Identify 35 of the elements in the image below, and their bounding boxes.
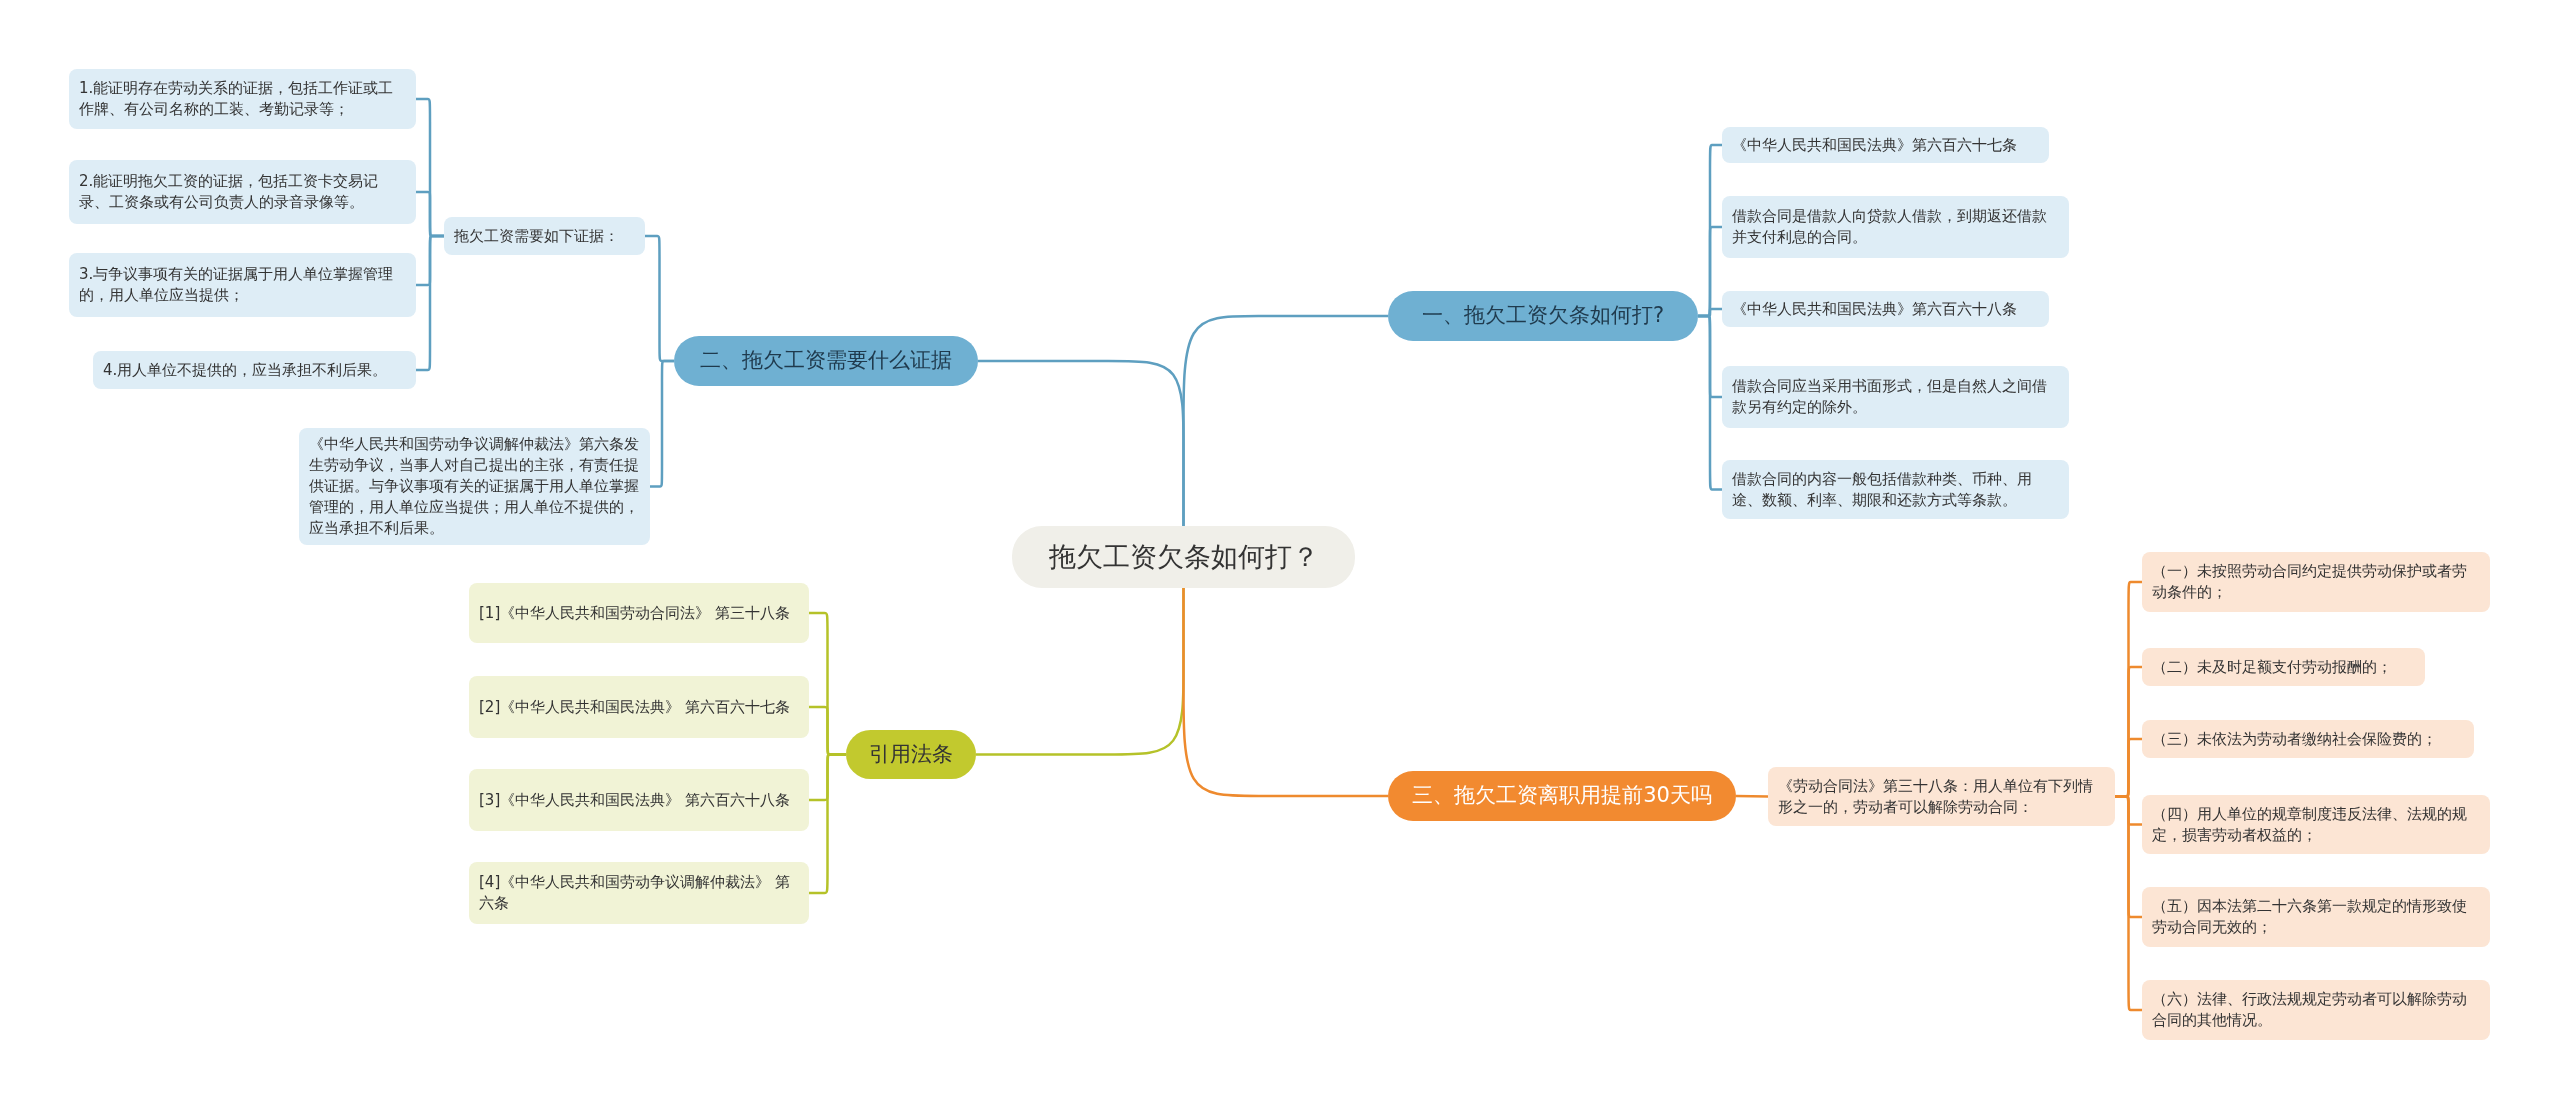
subtopic-box: （三）未依法为劳动者缴纳社会保险费的； xyxy=(2142,720,2474,758)
subtopic-box: 《中华人民共和国民法典》第六百六十八条 xyxy=(1722,291,2049,327)
connector-line xyxy=(414,234,446,372)
connector-line xyxy=(1735,794,1769,798)
subtopic-box: 4.用人单位不提供的，应当承担不利后果。 xyxy=(93,351,416,389)
subtopic-box: 借款合同的内容一般包括借款种类、币种、用途、数额、利率、期限和还款方式等条款。 xyxy=(1722,460,2069,519)
connector-line xyxy=(2113,795,2144,1012)
subtopic-box: [2]《中华人民共和国民法典》 第六百六十七条 xyxy=(469,676,809,738)
connector-line xyxy=(1182,586,1390,798)
connector-line xyxy=(807,753,848,895)
subtopic-box: 《中华人民共和国民法典》第六百六十七条 xyxy=(1722,127,2049,163)
subtopic-box: （四）用人单位的规章制度违反法律、法规的规定，损害劳动者权益的； xyxy=(2142,795,2490,854)
branch-topic: 三、拖欠工资离职用提前30天吗 xyxy=(1388,771,1736,821)
subtopic-box: （六）法律、行政法规规定劳动者可以解除劳动合同的其他情况。 xyxy=(2142,980,2490,1040)
subtopic-box: 拖欠工资需要如下证据： xyxy=(444,217,645,255)
subtopic-box: 借款合同是借款人向贷款人借款，到期返还借款并支付利息的合同。 xyxy=(1722,196,2069,258)
subtopic-box: 2.能证明拖欠工资的证据，包括工资卡交易记录、工资条或有公司负责人的录音录像等。 xyxy=(69,160,416,224)
subtopic-box: [4]《中华人民共和国劳动争议调解仲裁法》 第六条 xyxy=(469,862,809,924)
subtopic-box: 1.能证明存在劳动关系的证据，包括工作证或工作牌、有公司名称的工装、考勤记录等； xyxy=(69,69,416,129)
subtopic-box: （一）未按照劳动合同约定提供劳动保护或者劳动条件的； xyxy=(2142,552,2490,612)
subtopic-box: [1]《中华人民共和国劳动合同法》 第三十八条 xyxy=(469,583,809,643)
subtopic-box: （五）因本法第二十六条第一款规定的情形致使劳动合同无效的； xyxy=(2142,887,2490,947)
branch-topic: 一、拖欠工资欠条如何打? xyxy=(1388,291,1698,341)
subtopic-box: 借款合同应当采用书面形式，但是自然人之间借款另有约定的除外。 xyxy=(1722,366,2069,428)
subtopic-box: （二）未及时足额支付劳动报酬的； xyxy=(2142,648,2425,686)
subtopic-box: 《中华人民共和国劳动争议调解仲裁法》第六条发生劳动争议，当事人对自己提出的主张，有责任提供证据。与争议事项有关的证据属于用人单位掌握管理的，用人单位应当提供；用人单位不提供的，应当承担不利后果。 xyxy=(299,428,650,545)
branch-topic: 二、拖欠工资需要什么证据 xyxy=(674,336,978,386)
subtopic-box: 《劳动合同法》第三十八条：用人单位有下列情形之一的，劳动者可以解除劳动合同： xyxy=(1768,767,2115,826)
subtopic-box: [3]《中华人民共和国民法典》 第六百六十八条 xyxy=(469,769,809,831)
connector-line xyxy=(648,359,676,488)
subtopic-box: 3.与争议事项有关的证据属于用人单位掌握管理的，用人单位应当提供； xyxy=(69,253,416,317)
connector-line xyxy=(976,359,1185,528)
root-topic: 拖欠工资欠条如何打？ xyxy=(1012,526,1355,588)
connector-line xyxy=(1696,314,1724,491)
branch-topic: 引用法条 xyxy=(846,730,976,779)
